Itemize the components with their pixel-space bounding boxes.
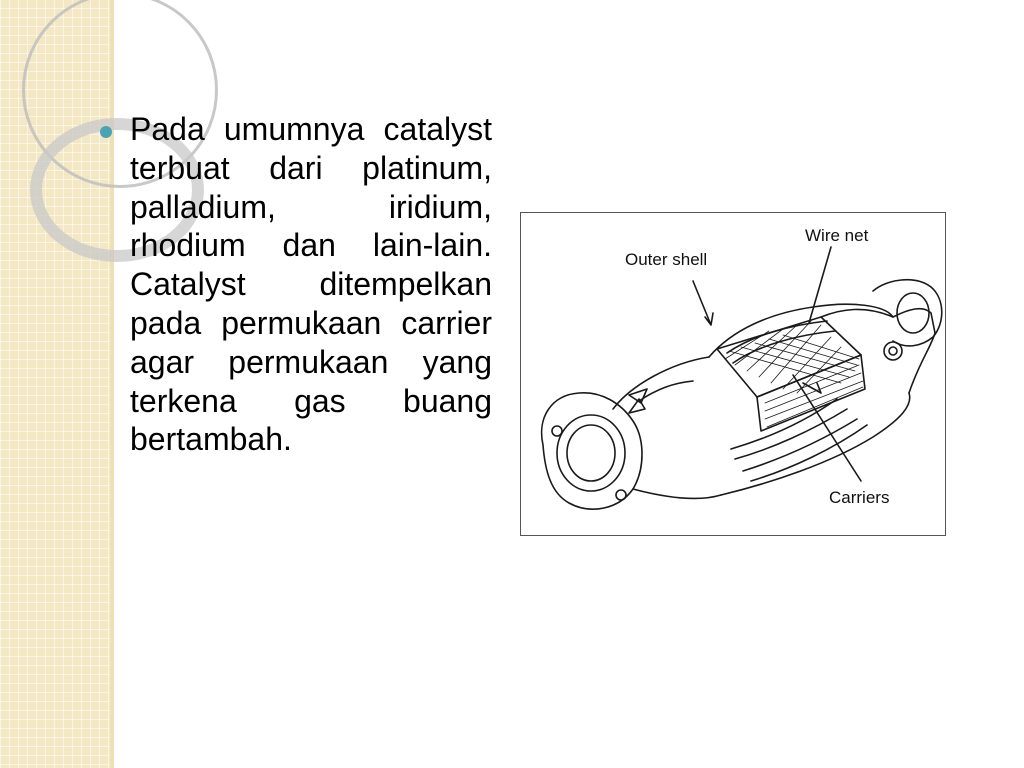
carrier-honeycomb-icon (764, 364, 864, 428)
bullet-icon (100, 126, 112, 138)
bullet-paragraph: Pada umumnya catalyst terbuat dari plati… (130, 111, 492, 458)
catalytic-converter-diagram: Outer shell Wire net Carriers (540, 226, 943, 510)
inlet-opening-icon (556, 414, 626, 492)
sidebar-edge (110, 0, 114, 768)
wire-net-leader (808, 246, 832, 324)
inlet-flange-icon (540, 392, 643, 510)
wire-net-mesh-icon (724, 320, 860, 394)
outer-shell-label: Outer shell (625, 250, 707, 269)
carrier-block (756, 354, 866, 432)
outlet-opening-icon (896, 292, 930, 334)
flow-arrow-icon (628, 398, 646, 414)
bolt-hole-icon (551, 425, 563, 437)
bolt-hole-icon (615, 489, 627, 501)
catalytic-converter-figure: Outer shell Wire net Carriers (520, 212, 946, 536)
carriers-leader (792, 374, 862, 482)
carriers-label: Carriers (829, 488, 889, 507)
wire-net-label: Wire net (805, 226, 869, 245)
outer-shell-leader (692, 280, 714, 326)
cutaway-window (716, 316, 862, 398)
sensor-port-icon (883, 341, 903, 361)
